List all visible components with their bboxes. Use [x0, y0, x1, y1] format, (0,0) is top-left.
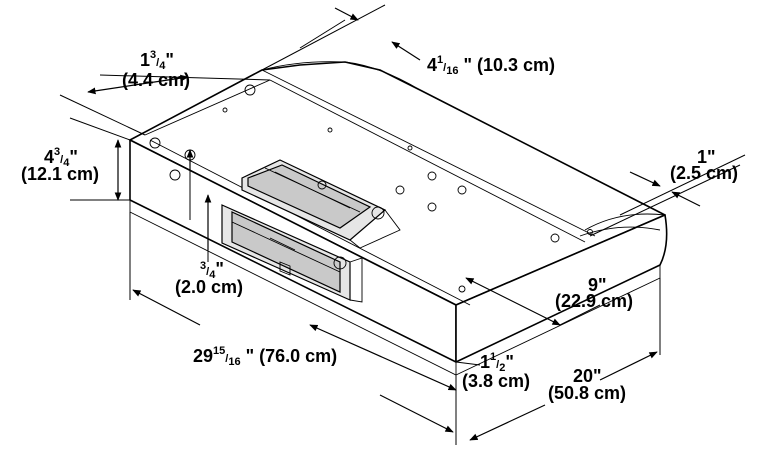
height-cm: (12.1 cm) — [21, 164, 99, 184]
front-offset-cm: (2.0 cm) — [175, 277, 243, 297]
side-offset-inch: 1" — [697, 147, 716, 167]
duct-depth-inch: 9" — [588, 275, 607, 295]
top-offset-cm: (4.4 cm) — [122, 70, 190, 90]
width-label: 2915/16 " (76.0 cm) — [193, 345, 337, 368]
rear-offset-inch: 11/2" — [480, 351, 514, 374]
range-hood-drawing — [129, 61, 668, 376]
duct-depth-cm: (22.9 cm) — [555, 291, 633, 311]
height-inch: 43/4" — [44, 146, 78, 169]
rear-offset-cm: (3.8 cm) — [462, 371, 530, 391]
top-depth-label: 41/16 " (10.3 cm) — [427, 54, 555, 77]
front-offset-inch: 3/4" — [200, 259, 224, 281]
top-offset-inch: 13/4" — [140, 49, 174, 72]
depth-cm: (50.8 cm) — [548, 383, 626, 403]
depth-inch: 20" — [573, 366, 602, 386]
dimension-lines — [59, 4, 746, 445]
side-offset-cm: (2.5 cm) — [670, 163, 738, 183]
